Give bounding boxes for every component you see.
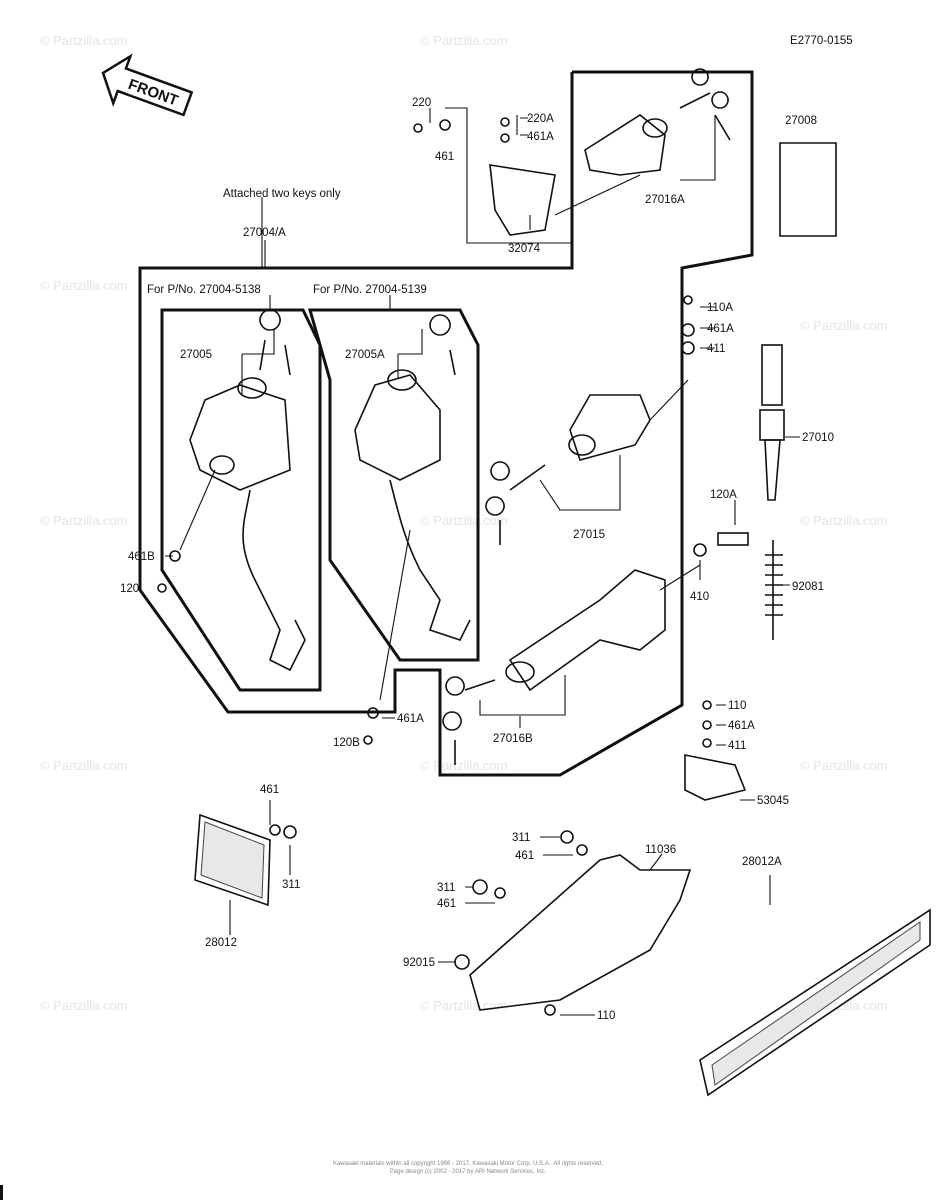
part-label-92015[interactable]: 92015 — [403, 957, 435, 969]
bracket-32074 — [489, 164, 556, 236]
steering-lock-27015 — [485, 394, 651, 545]
switch-27005A — [354, 314, 471, 641]
watermark: © Partzilla.com — [800, 318, 888, 333]
group-frame-27004 — [138, 70, 754, 777]
switch-27005 — [189, 309, 306, 672]
watermark: © Partzilla.com — [40, 758, 128, 773]
edge-mark — [0, 1185, 3, 1200]
part-label-311[interactable]: 311 — [512, 832, 530, 844]
note-pn-5138: For P/No. 27004-5138 — [147, 284, 261, 296]
ignition-switch-27016A — [584, 68, 731, 176]
leader-lines — [165, 107, 800, 1016]
part-label-27016B[interactable]: 27016B — [493, 733, 533, 745]
part-label-27016A[interactable]: 27016A — [645, 194, 685, 206]
part-label-110A[interactable]: 110A — [707, 302, 733, 314]
part-label-11036[interactable]: 11036 — [645, 844, 676, 856]
part-label-27005A[interactable]: 27005A — [345, 349, 385, 361]
front-arrow-icon: FRONT — [101, 53, 194, 117]
part-label-461[interactable]: 461 — [515, 850, 534, 862]
watermark: © Partzilla.com — [40, 513, 128, 528]
part-label-411[interactable]: 411 — [728, 740, 746, 752]
watermark: © Partzilla.com — [40, 998, 128, 1013]
part-label-311[interactable]: 311 — [282, 879, 300, 891]
part-label-27010[interactable]: 27010 — [802, 432, 834, 444]
part-label-220[interactable]: 220 — [412, 97, 431, 109]
diagram-code: E2770-0155 — [790, 35, 853, 47]
watermark: © Partzilla.com — [420, 758, 508, 773]
watermarks: © Partzilla.com © Partzilla.com © Partzi… — [40, 33, 888, 1013]
part-label-27005[interactable]: 27005 — [180, 349, 212, 361]
part-label-311[interactable]: 311 — [437, 882, 455, 894]
sticker-27008 — [779, 142, 837, 237]
spring-92081 — [765, 540, 783, 640]
watermark: © Partzilla.com — [420, 33, 508, 48]
part-label-220A[interactable]: 220A — [527, 113, 554, 125]
reflector-28012 — [194, 813, 271, 907]
part-label-120[interactable]: 120 — [120, 583, 139, 595]
footer-copyright: Kawasaki materials within all copyright … — [333, 1161, 603, 1167]
watermark: © Partzilla.com — [40, 33, 128, 48]
switch-27010 — [759, 344, 785, 501]
part-label-461A[interactable]: 461A — [707, 323, 734, 335]
reflector-28012A — [699, 908, 931, 1097]
part-label-28012[interactable]: 28012 — [205, 937, 237, 949]
group-frame-5138 — [160, 308, 322, 692]
part-label-461B[interactable]: 461B — [128, 551, 155, 563]
part-label-461[interactable]: 461 — [435, 151, 454, 163]
part-label-410[interactable]: 410 — [690, 591, 709, 603]
bracket-11036 — [469, 854, 692, 1011]
watermark: © Partzilla.com — [800, 513, 888, 528]
part-label-28012A[interactable]: 28012A — [742, 856, 782, 868]
part-label-461A[interactable]: 461A — [397, 713, 424, 725]
part-label-411[interactable]: 411 — [707, 343, 725, 355]
watermark: © Partzilla.com — [40, 278, 128, 293]
footer-page-design: Page design (c) 2002 - 2017 by ARI Netwo… — [390, 1169, 547, 1175]
part-label-110[interactable]: 110 — [728, 700, 746, 712]
part-label-27004A[interactable]: 27004/A — [243, 227, 286, 239]
watermark: © Partzilla.com — [800, 758, 888, 773]
seat-lock-27016B — [442, 569, 666, 765]
note-attached-keys: Attached two keys only — [223, 188, 341, 200]
part-label-461[interactable]: 461 — [260, 784, 279, 796]
part-label-120A[interactable]: 120A — [710, 489, 737, 501]
part-label-53045[interactable]: 53045 — [757, 795, 789, 807]
bracket-53045 — [684, 754, 747, 801]
watermark: © Partzilla.com — [420, 998, 508, 1013]
part-label-27015[interactable]: 27015 — [573, 529, 605, 541]
part-label-110[interactable]: 110 — [597, 1010, 615, 1022]
part-label-92081[interactable]: 92081 — [792, 581, 824, 593]
part-label-120B[interactable]: 120B — [333, 737, 360, 749]
group-frame-5139 — [308, 308, 480, 662]
watermark: © Partzilla.com — [420, 513, 508, 528]
fasteners — [157, 117, 749, 1016]
part-label-27008[interactable]: 27008 — [785, 115, 817, 127]
part-label-461A[interactable]: 461A — [527, 131, 554, 143]
part-label-32074[interactable]: 32074 — [508, 243, 541, 255]
note-pn-5139: For P/No. 27004-5139 — [313, 284, 427, 296]
part-label-461[interactable]: 461 — [437, 898, 456, 910]
part-label-461A[interactable]: 461A — [728, 720, 755, 732]
